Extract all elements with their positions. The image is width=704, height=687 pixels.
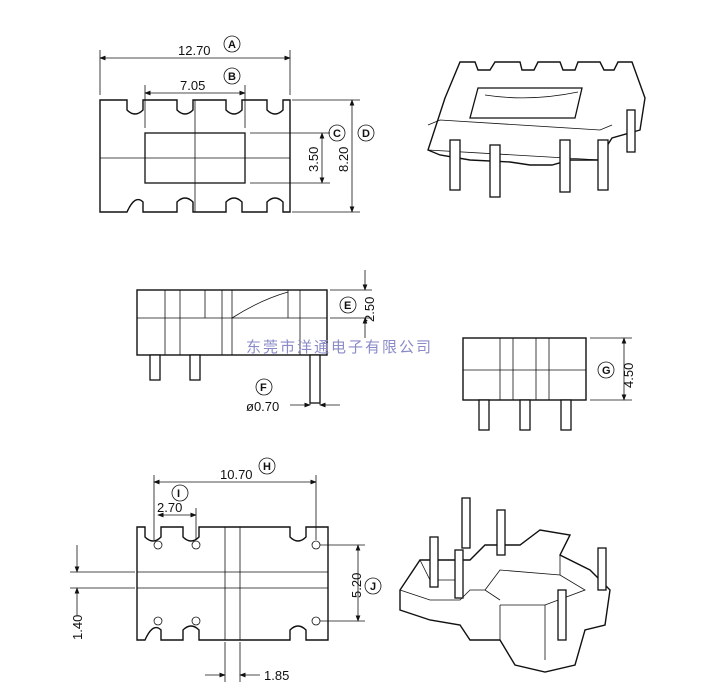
dim-offset-left: 1.40: [70, 615, 85, 640]
dim-pin-pitch: 2.70: [157, 500, 182, 515]
callout-i: I: [177, 488, 180, 500]
callout-j: J: [370, 581, 376, 593]
callout-f: F: [260, 382, 267, 394]
callout-g: G: [602, 365, 611, 377]
dim-side-height: 2.50: [362, 297, 377, 322]
end-view: 4.50 G: [462, 337, 636, 431]
dim-offset-bottom: 1.85: [264, 668, 289, 683]
dim-width-inner: 7.05: [180, 78, 205, 93]
bottom-view-outline: [136, 526, 329, 641]
dim-width-total: 12.70: [178, 43, 211, 58]
dim-height-total: 8.20: [336, 147, 351, 172]
callout-b: B: [228, 71, 236, 83]
dim-row-spacing: 5.20: [349, 573, 364, 598]
bottom-view: 10.70 H 2.70 I 5.20 J 1.40 1.85: [70, 457, 382, 683]
dim-pin-span: 10.70: [220, 467, 253, 482]
watermark: 东莞市洋通电子有限公司: [246, 338, 433, 356]
end-view-body: [462, 337, 587, 401]
dim-pin-diameter: ø0.70: [246, 399, 279, 414]
dim-height-inner: 3.50: [306, 147, 321, 172]
iso-view-top: [427, 61, 646, 198]
callout-c: C: [333, 128, 341, 140]
dim-end-height: 4.50: [621, 363, 636, 388]
top-view: 12.70 A 7.05 B 3.50 C 8.20 D: [99, 35, 375, 213]
iso-view-bottom: [399, 497, 611, 673]
callout-d: D: [362, 128, 370, 140]
callout-h: H: [263, 461, 271, 473]
side-view: 2.50 E ø0.70 F: [136, 270, 377, 414]
callout-e: E: [344, 300, 351, 312]
callout-a: A: [228, 39, 236, 51]
